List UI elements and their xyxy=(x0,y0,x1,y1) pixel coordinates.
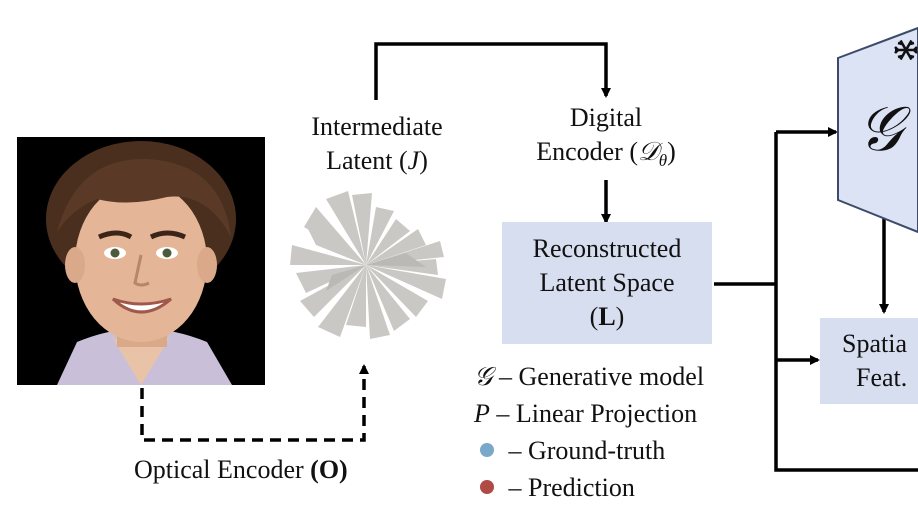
legend-generative-model: 𝒢 – Generative model xyxy=(474,362,705,391)
legend-linear-projection: P – Linear Projection xyxy=(474,399,698,428)
reconstructed-latent-space-box: Reconstructed Latent Space (L) xyxy=(502,222,712,344)
digital-encoder-label: Digital Encoder (𝒟θ) xyxy=(515,101,697,178)
intermediate-latent-line1: Intermediate xyxy=(311,112,443,141)
reconstructed-line2: Latent Space xyxy=(539,268,675,297)
face-photo xyxy=(17,137,265,385)
prediction-dot-icon xyxy=(480,480,494,494)
optical-encoder-label: Optical Encoder (O) xyxy=(134,455,348,484)
generator-trapezoid xyxy=(837,26,918,234)
optical-encoder-dashed-path xyxy=(140,364,369,442)
spatial-feat-line2: Feat. xyxy=(856,363,908,392)
reconstructed-line3: (L) xyxy=(589,302,625,331)
ground-truth-dot-icon xyxy=(480,443,494,457)
spatial-feat-line1: Spatia xyxy=(842,329,907,358)
intermediate-latent-line2: Latent (J) xyxy=(326,146,428,175)
arrow-branch-vertical xyxy=(774,132,918,472)
reconstructed-line1: Reconstructed xyxy=(532,234,682,263)
arrow-latent-to-digital-encoder xyxy=(374,42,611,100)
digital-encoder-line2: Encoder (𝒟θ) xyxy=(536,137,676,171)
digital-encoder-subscript: θ xyxy=(658,151,668,171)
legend-projection-symbol: P xyxy=(474,399,490,428)
latent-symbol: J xyxy=(407,146,420,175)
legend-ground-truth: – Ground-truth xyxy=(474,434,665,468)
digital-encoder-line1: Digital xyxy=(569,103,643,132)
digital-encoder-symbol: 𝒟 xyxy=(638,137,659,166)
legend-generative-symbol: 𝒢 xyxy=(474,362,493,391)
intermediate-latent-label: Intermediate Latent (J) xyxy=(292,110,462,178)
legend-prediction: – Prediction xyxy=(474,471,635,505)
generator-symbol: 𝒢 xyxy=(858,96,903,164)
snowflake-icon xyxy=(894,39,918,61)
intermediate-latent-glyph xyxy=(290,191,446,339)
spatial-feat-box: Spatia Feat. xyxy=(820,318,918,404)
